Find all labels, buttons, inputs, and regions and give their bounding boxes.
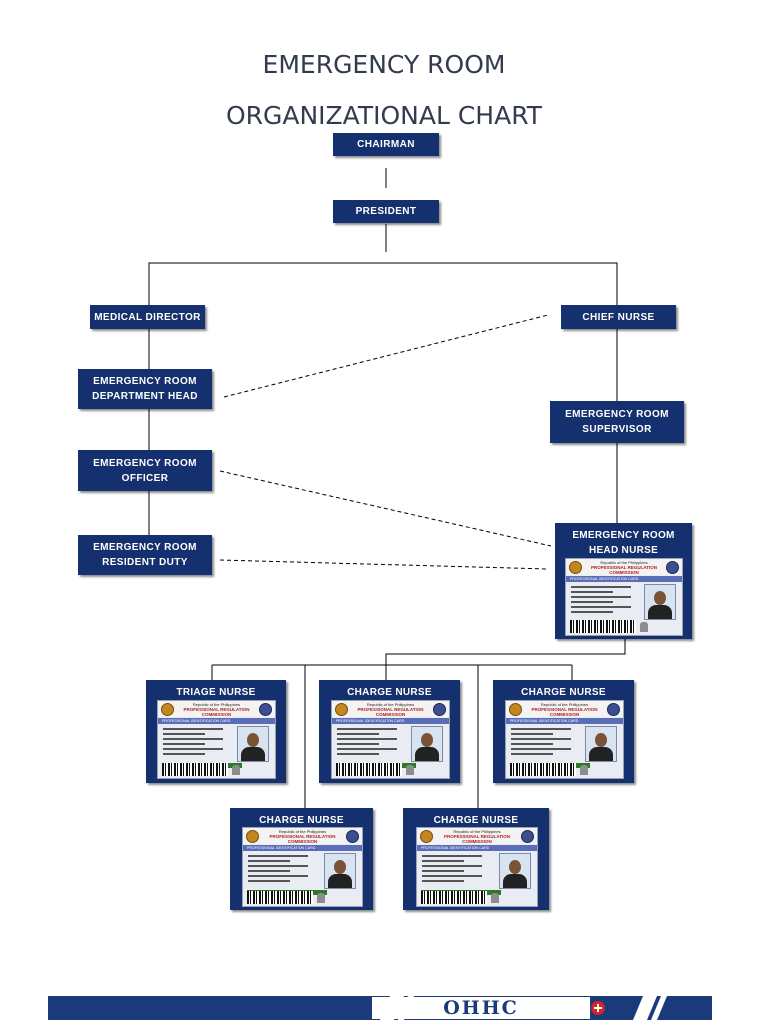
title-line-2: ORGANIZATIONAL CHART [225, 101, 543, 130]
barcode-icon [162, 763, 228, 776]
id-card-republic: Republic of the Philippines [278, 829, 327, 834]
id-card-republic: Republic of the Philippines [192, 702, 241, 707]
id-card: Republic of the Philippines PROFESSIONAL… [416, 827, 538, 907]
er-head-nurse-box: EMERGENCY ROOM HEAD NURSE Republic of th… [555, 523, 692, 639]
prc-seal-icon [420, 830, 433, 843]
id-card-republic: Republic of the Philippines [600, 560, 648, 565]
er-head-nurse-label: EMERGENCY ROOM HEAD NURSE [572, 530, 675, 556]
id-card-agency: PROFESSIONAL REGULATION COMMISSION [269, 834, 336, 844]
er-department-head-box: EMERGENCY ROOM DEPARTMENT HEAD [78, 369, 212, 409]
chairman-label: CHAIRMAN [357, 139, 415, 150]
id-card-republic: Republic of the Philippines [540, 702, 589, 707]
er-resident-duty-box: EMERGENCY ROOM RESIDENT DUTY [78, 535, 212, 575]
id-card-republic: Republic of the Philippines [366, 702, 415, 707]
prc-seal-icon [346, 830, 359, 843]
prc-seal-icon [607, 703, 620, 716]
title-line-1: EMERGENCY ROOM [262, 50, 506, 79]
nurse-card-title: CHARGE NURSE [521, 687, 606, 698]
logo-text: OHHC [443, 997, 519, 1019]
chairman-box: CHAIRMAN [333, 133, 439, 156]
president-label: PRESIDENT [355, 206, 417, 217]
barcode-icon [247, 891, 313, 904]
chief-nurse-label: CHIEF NURSE [582, 311, 655, 323]
nurse-card-title: CHARGE NURSE [347, 687, 432, 698]
chief-nurse-box: CHIEF NURSE [561, 305, 676, 329]
nurse-card-title: TRIAGE NURSE [176, 687, 256, 698]
prc-seal-icon [246, 830, 259, 843]
er-supervisor-label: EMERGENCY ROOM SUPERVISOR [565, 409, 669, 435]
er-department-head-label: EMERGENCY ROOM DEPARTMENT HEAD [92, 376, 198, 402]
prc-seal-icon [161, 703, 174, 716]
er-resident-duty-label: EMERGENCY ROOM RESIDENT DUTY [93, 542, 197, 568]
id-card-agency: PROFESSIONAL REGULATION COMMISSION [183, 707, 250, 717]
id-card-band: PROFESSIONAL IDENTIFICATION CARD [247, 846, 316, 850]
person-photo-icon [644, 584, 676, 620]
person-photo-icon [237, 726, 269, 762]
id-card-agency: PROFESSIONAL REGULATION COMMISSION [590, 565, 658, 575]
er-supervisor-box: EMERGENCY ROOM SUPERVISOR [550, 401, 684, 443]
er-officer-label: EMERGENCY ROOM OFFICER [93, 457, 197, 484]
ohhc-logo: OHHC [372, 997, 590, 1019]
id-card: Republic of the Philippines PROFESSIONAL… [565, 558, 683, 636]
id-card-band: PROFESSIONAL IDENTIFICATION CARD [510, 719, 579, 723]
er-officer-box: EMERGENCY ROOM OFFICER [78, 450, 212, 491]
id-card: Republic of the Philippines PROFESSIONAL… [157, 700, 276, 779]
id-card-band: PROFESSIONAL IDENTIFICATION CARD [570, 577, 639, 581]
prc-seal-icon [521, 830, 534, 843]
barcode-icon [336, 763, 402, 776]
person-photo-icon [411, 726, 443, 762]
nurse-card: CHARGE NURSE Republic of the Philippines… [230, 808, 373, 910]
nurse-card-title: CHARGE NURSE [259, 815, 344, 826]
president-box: PRESIDENT [333, 200, 439, 223]
prc-seal-icon [259, 703, 272, 716]
medical-director-box: MEDICAL DIRECTOR [90, 305, 205, 329]
person-photo-icon [585, 726, 617, 762]
nurse-card: CHARGE NURSE Republic of the Philippines… [403, 808, 549, 910]
id-card-band: PROFESSIONAL IDENTIFICATION CARD [336, 719, 405, 723]
medical-director-label: MEDICAL DIRECTOR [94, 311, 201, 323]
person-photo-icon [324, 853, 356, 889]
id-card-republic: Republic of the Philippines [453, 829, 501, 834]
medical-cross-icon [591, 1001, 605, 1015]
id-card: Republic of the Philippines PROFESSIONAL… [505, 700, 624, 779]
barcode-icon [421, 891, 487, 904]
nurse-card: TRIAGE NURSE Republic of the Philippines… [146, 680, 286, 783]
prc-seal-icon [433, 703, 446, 716]
prc-seal-icon [335, 703, 348, 716]
nurse-card-title: CHARGE NURSE [433, 815, 519, 826]
prc-seal-icon [666, 561, 679, 574]
person-photo-icon [499, 853, 531, 889]
barcode-icon [570, 620, 636, 633]
id-card: Republic of the Philippines PROFESSIONAL… [331, 700, 450, 779]
prc-seal-icon [509, 703, 522, 716]
id-card-band: PROFESSIONAL IDENTIFICATION CARD [162, 719, 231, 723]
id-card-agency: PROFESSIONAL REGULATION COMMISSION [443, 834, 511, 844]
id-card-agency: PROFESSIONAL REGULATION COMMISSION [531, 707, 598, 717]
barcode-icon [510, 763, 576, 776]
prc-seal-icon [569, 561, 582, 574]
nurse-card: CHARGE NURSE Republic of the Philippines… [319, 680, 460, 783]
id-card-band: PROFESSIONAL IDENTIFICATION CARD [421, 846, 490, 850]
id-card: Republic of the Philippines PROFESSIONAL… [242, 827, 363, 907]
id-card-agency: PROFESSIONAL REGULATION COMMISSION [357, 707, 424, 717]
nurse-card: CHARGE NURSE Republic of the Philippines… [493, 680, 634, 783]
